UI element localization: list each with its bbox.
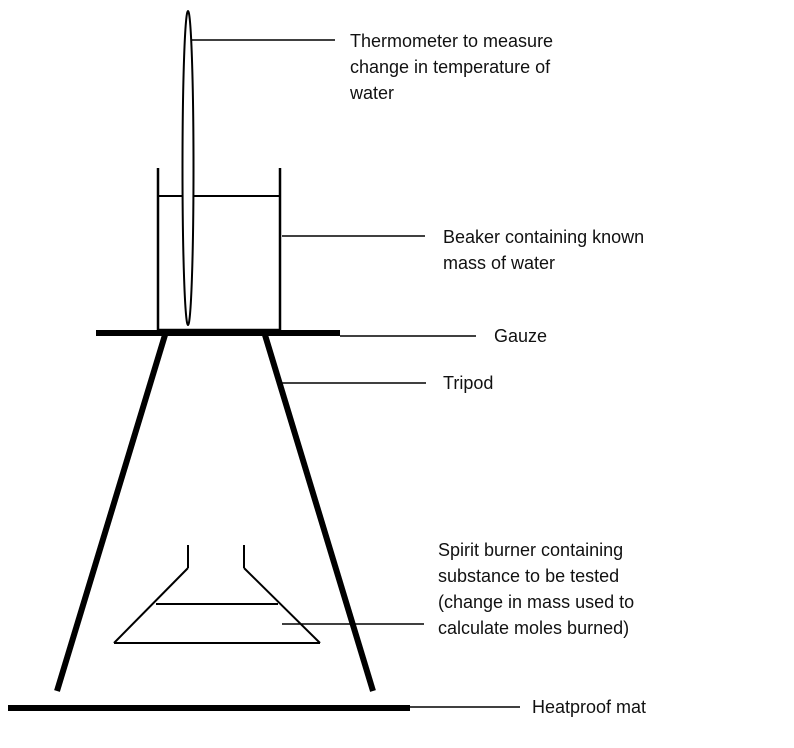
gauze-label: Gauze: [494, 323, 547, 349]
thermometer: [181, 10, 195, 326]
beaker: [156, 168, 282, 332]
spirit-burner-label-line-1: Spirit burner containing: [438, 540, 624, 560]
tripod-left-leg: [54, 334, 168, 692]
heatproof-mat-label-line-1: Heatproof mat: [532, 697, 647, 717]
heatproof-mat-label: Heatproof mat: [532, 694, 646, 720]
spirit-burner-label: Spirit burner containing substance to be…: [438, 537, 634, 641]
spirit-burner: [113, 545, 321, 644]
burner-left-side: [113, 567, 189, 644]
thermometer-label-line-2: change in temperature of: [350, 57, 551, 77]
tripod-label-line-1: Tripod: [443, 373, 494, 393]
spirit-burner-label-line-4: calculate moles burned): [438, 618, 630, 638]
beaker-label-line-2: mass of water: [443, 253, 556, 273]
beaker-label: Beaker containing known mass of water: [443, 224, 644, 276]
thermometer-label-line-3: water: [350, 83, 395, 103]
gauze-label-line-1: Gauze: [494, 326, 548, 346]
burner-right-side: [243, 567, 321, 644]
beaker-label-line-1: Beaker containing known: [443, 227, 645, 247]
spirit-burner-label-line-2: substance to be tested: [438, 566, 620, 586]
tripod-right-leg: [262, 334, 376, 692]
thermometer-label-line-1: Thermometer to measure: [350, 31, 554, 51]
spirit-burner-label-line-3: (change in mass used to: [438, 592, 635, 612]
thermometer-label: Thermometer to measure change in tempera…: [350, 28, 553, 106]
tripod-label: Tripod: [443, 370, 493, 396]
